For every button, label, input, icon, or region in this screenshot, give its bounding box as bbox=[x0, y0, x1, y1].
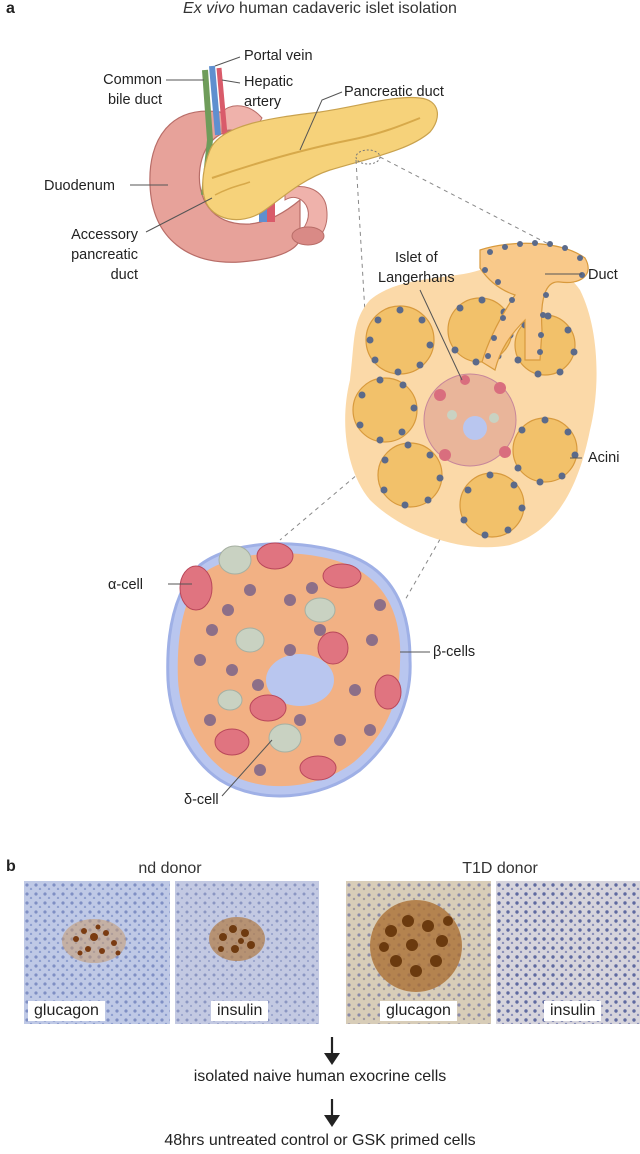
micrograph-texture bbox=[346, 881, 491, 1024]
micrograph-texture bbox=[24, 881, 170, 1024]
step-treatment: 48hrs untreated control or GSK primed ce… bbox=[164, 1132, 476, 1149]
label-hepatic-artery: Hepatic artery bbox=[244, 74, 294, 110]
label-pancreatic-duct: Pancreatic duct bbox=[344, 84, 444, 100]
acinus-nuclei bbox=[356, 296, 579, 539]
nd-donor-heading: nd donor bbox=[138, 860, 202, 877]
stain-label-glucagon-t1d: glucagon bbox=[380, 1001, 457, 1021]
title-italic: Ex vivo bbox=[183, 0, 235, 17]
small-islet-alpha bbox=[434, 375, 511, 461]
stain-label-insulin-nd: insulin bbox=[211, 1001, 269, 1021]
t1d-donor-heading: T1D donor bbox=[462, 860, 538, 877]
stain-label-glucagon-nd: glucagon bbox=[28, 1001, 105, 1021]
step-isolated-cells: isolated naive human exocrine cells bbox=[193, 1068, 447, 1085]
cell-nuclei bbox=[194, 582, 386, 776]
pancreas-illustration bbox=[130, 56, 597, 798]
label-duodenum: Duodenum bbox=[44, 178, 115, 194]
micrograph-texture bbox=[496, 881, 640, 1024]
duct-nuclei bbox=[482, 240, 585, 359]
micrograph-texture bbox=[175, 881, 319, 1024]
acini-region bbox=[345, 240, 597, 548]
duodenum-shape bbox=[149, 105, 328, 263]
acini-leaders bbox=[419, 273, 582, 459]
anatomy-leaders bbox=[130, 56, 343, 233]
micrograph-nd-glucagon: glucagon bbox=[24, 881, 170, 1024]
down-arrow-2 bbox=[324, 1099, 340, 1127]
label-portal-vein: Portal vein bbox=[244, 48, 313, 64]
micrograph-nd-insulin: insulin bbox=[175, 881, 319, 1024]
small-islet-delta bbox=[447, 410, 499, 423]
label-delta-cell: δ-cell bbox=[184, 792, 219, 808]
islet-closeup bbox=[166, 542, 412, 798]
panel-b-letter: b bbox=[6, 858, 16, 875]
label-acini: Acini bbox=[588, 450, 620, 466]
delta-cells bbox=[217, 545, 336, 753]
pancreas-shape bbox=[202, 96, 438, 221]
panel-a-letter: a bbox=[6, 0, 15, 17]
label-duct: Duct bbox=[588, 267, 618, 283]
stain-label-insulin-t1d: insulin bbox=[544, 1001, 602, 1021]
down-arrow-1 bbox=[324, 1037, 340, 1065]
label-accessory-pancreatic-duct: Accessory pancreatic duct bbox=[71, 227, 138, 283]
panel-a-title: Ex vivo human cadaveric islet isolation bbox=[0, 0, 640, 18]
islet-leaders bbox=[168, 583, 430, 797]
micrograph-t1d-glucagon: glucagon bbox=[346, 881, 491, 1024]
title-rest: human cadaveric islet isolation bbox=[234, 0, 457, 17]
alpha-cells bbox=[179, 542, 402, 781]
label-alpha-cell: α-cell bbox=[108, 577, 143, 593]
label-islet-of-langerhans: Islet of Langerhans bbox=[378, 250, 455, 286]
label-common-bile-duct: Common bile duct bbox=[103, 72, 162, 108]
micrograph-t1d-insulin: insulin bbox=[496, 881, 640, 1024]
label-beta-cells: β-cells bbox=[433, 644, 476, 660]
